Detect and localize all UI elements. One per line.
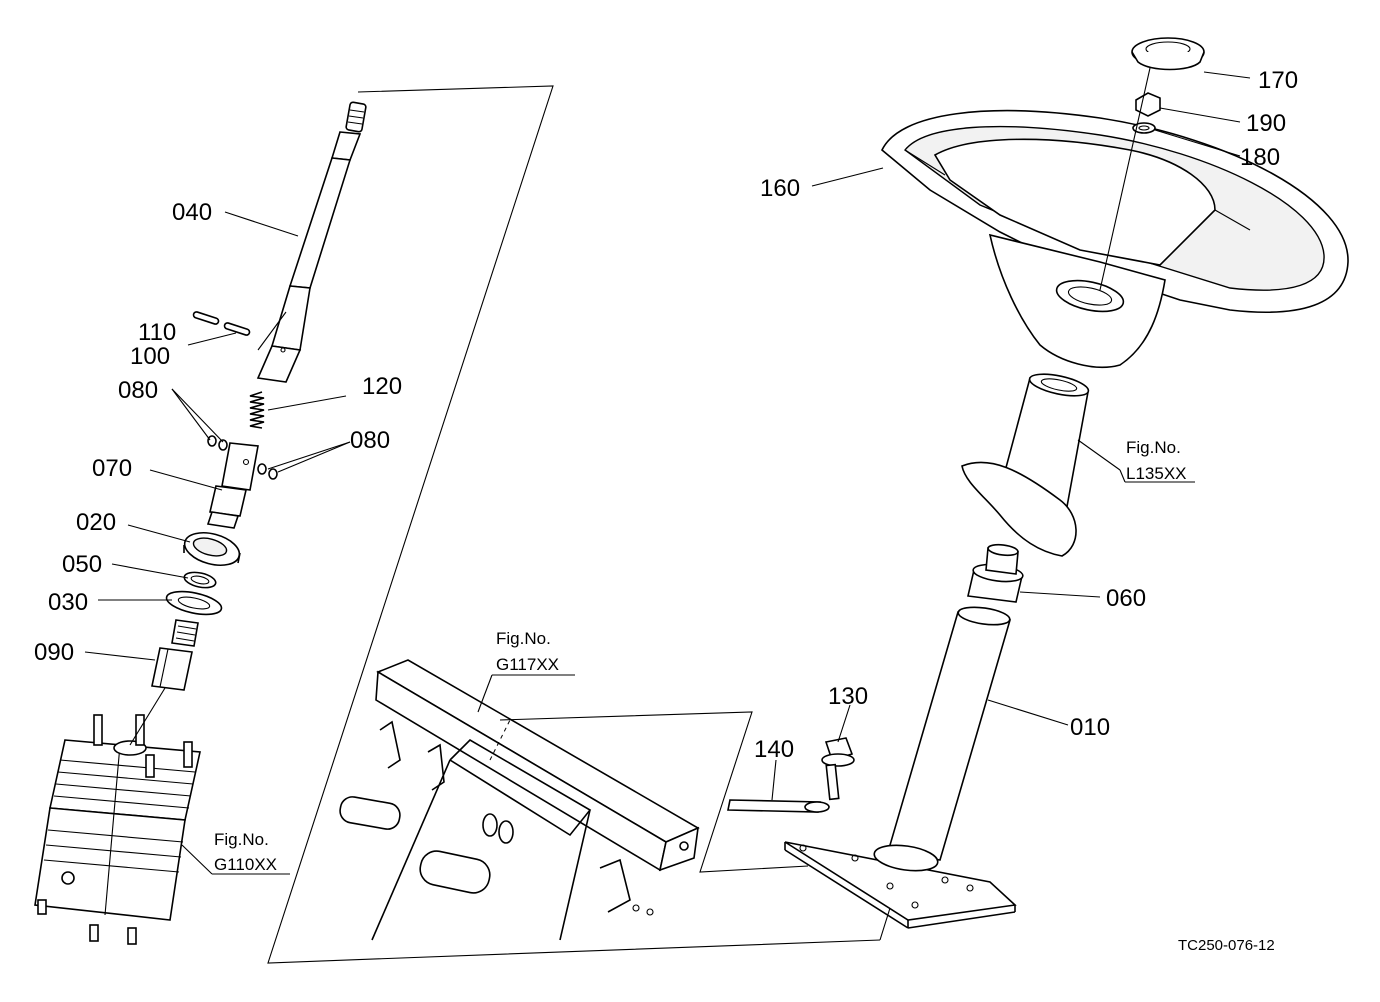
hub-cap-hardware (1131, 37, 1205, 134)
part-label-050: 050 (62, 551, 102, 578)
leader-lines (84, 71, 1251, 875)
coupling (206, 442, 259, 529)
bearing (183, 531, 241, 567)
column-cover (961, 373, 1090, 557)
o-rings (207, 435, 278, 480)
part-label-080: 080 (350, 427, 390, 454)
part-label-180: 180 (1240, 144, 1280, 171)
part-label-010: 010 (1070, 714, 1110, 741)
part-label-120: 120 (362, 373, 402, 400)
fig-ref-g117-prefix: Fig.No. (496, 629, 551, 648)
washers (165, 571, 223, 616)
fig-ref-g110-code: G110XX (214, 855, 277, 874)
part-label-100: 100 (130, 343, 170, 370)
part-label-030: 030 (48, 589, 88, 616)
part-label-040: 040 (172, 199, 212, 226)
fig-ref-g117-code: G117XX (496, 655, 559, 674)
spline-coupling (151, 619, 199, 691)
steering-wheel (881, 109, 1349, 369)
part-labels: 040 110 100 080 120 080 070 020 050 030 … (34, 67, 1298, 763)
drawing-code: TC250-076-12 (1178, 937, 1275, 954)
part-label-170: 170 (1258, 67, 1298, 94)
bushing (967, 543, 1024, 603)
subassembly-boundary (267, 85, 891, 964)
steering-column (784, 606, 1017, 929)
spring (249, 391, 265, 429)
part-label-190: 190 (1246, 110, 1286, 137)
fig-ref-l135-code: L135XX (1126, 464, 1187, 483)
explode-line (1099, 67, 1151, 291)
part-label-160: 160 (760, 175, 800, 202)
part-label-140: 140 (754, 736, 794, 763)
steering-shaft (256, 101, 367, 383)
explode-line (129, 687, 166, 746)
part-label-090: 090 (34, 639, 74, 666)
part-label-080: 080 (118, 377, 158, 404)
steering-unit (34, 714, 201, 945)
figure-refs: Fig.No. G117XX Fig.No. L135XX Fig.No. G1… (214, 438, 1187, 874)
roll-pins (192, 311, 251, 336)
part-label-070: 070 (92, 455, 132, 482)
fig-ref-l135-prefix: Fig.No. (1126, 438, 1181, 457)
part-label-130: 130 (828, 683, 868, 710)
frame-assembly (339, 659, 809, 941)
part-label-020: 020 (76, 509, 116, 536)
part-label-110: 110 (138, 319, 176, 346)
part-label-060: 060 (1106, 585, 1146, 612)
fig-ref-g110-prefix: Fig.No. (214, 830, 269, 849)
